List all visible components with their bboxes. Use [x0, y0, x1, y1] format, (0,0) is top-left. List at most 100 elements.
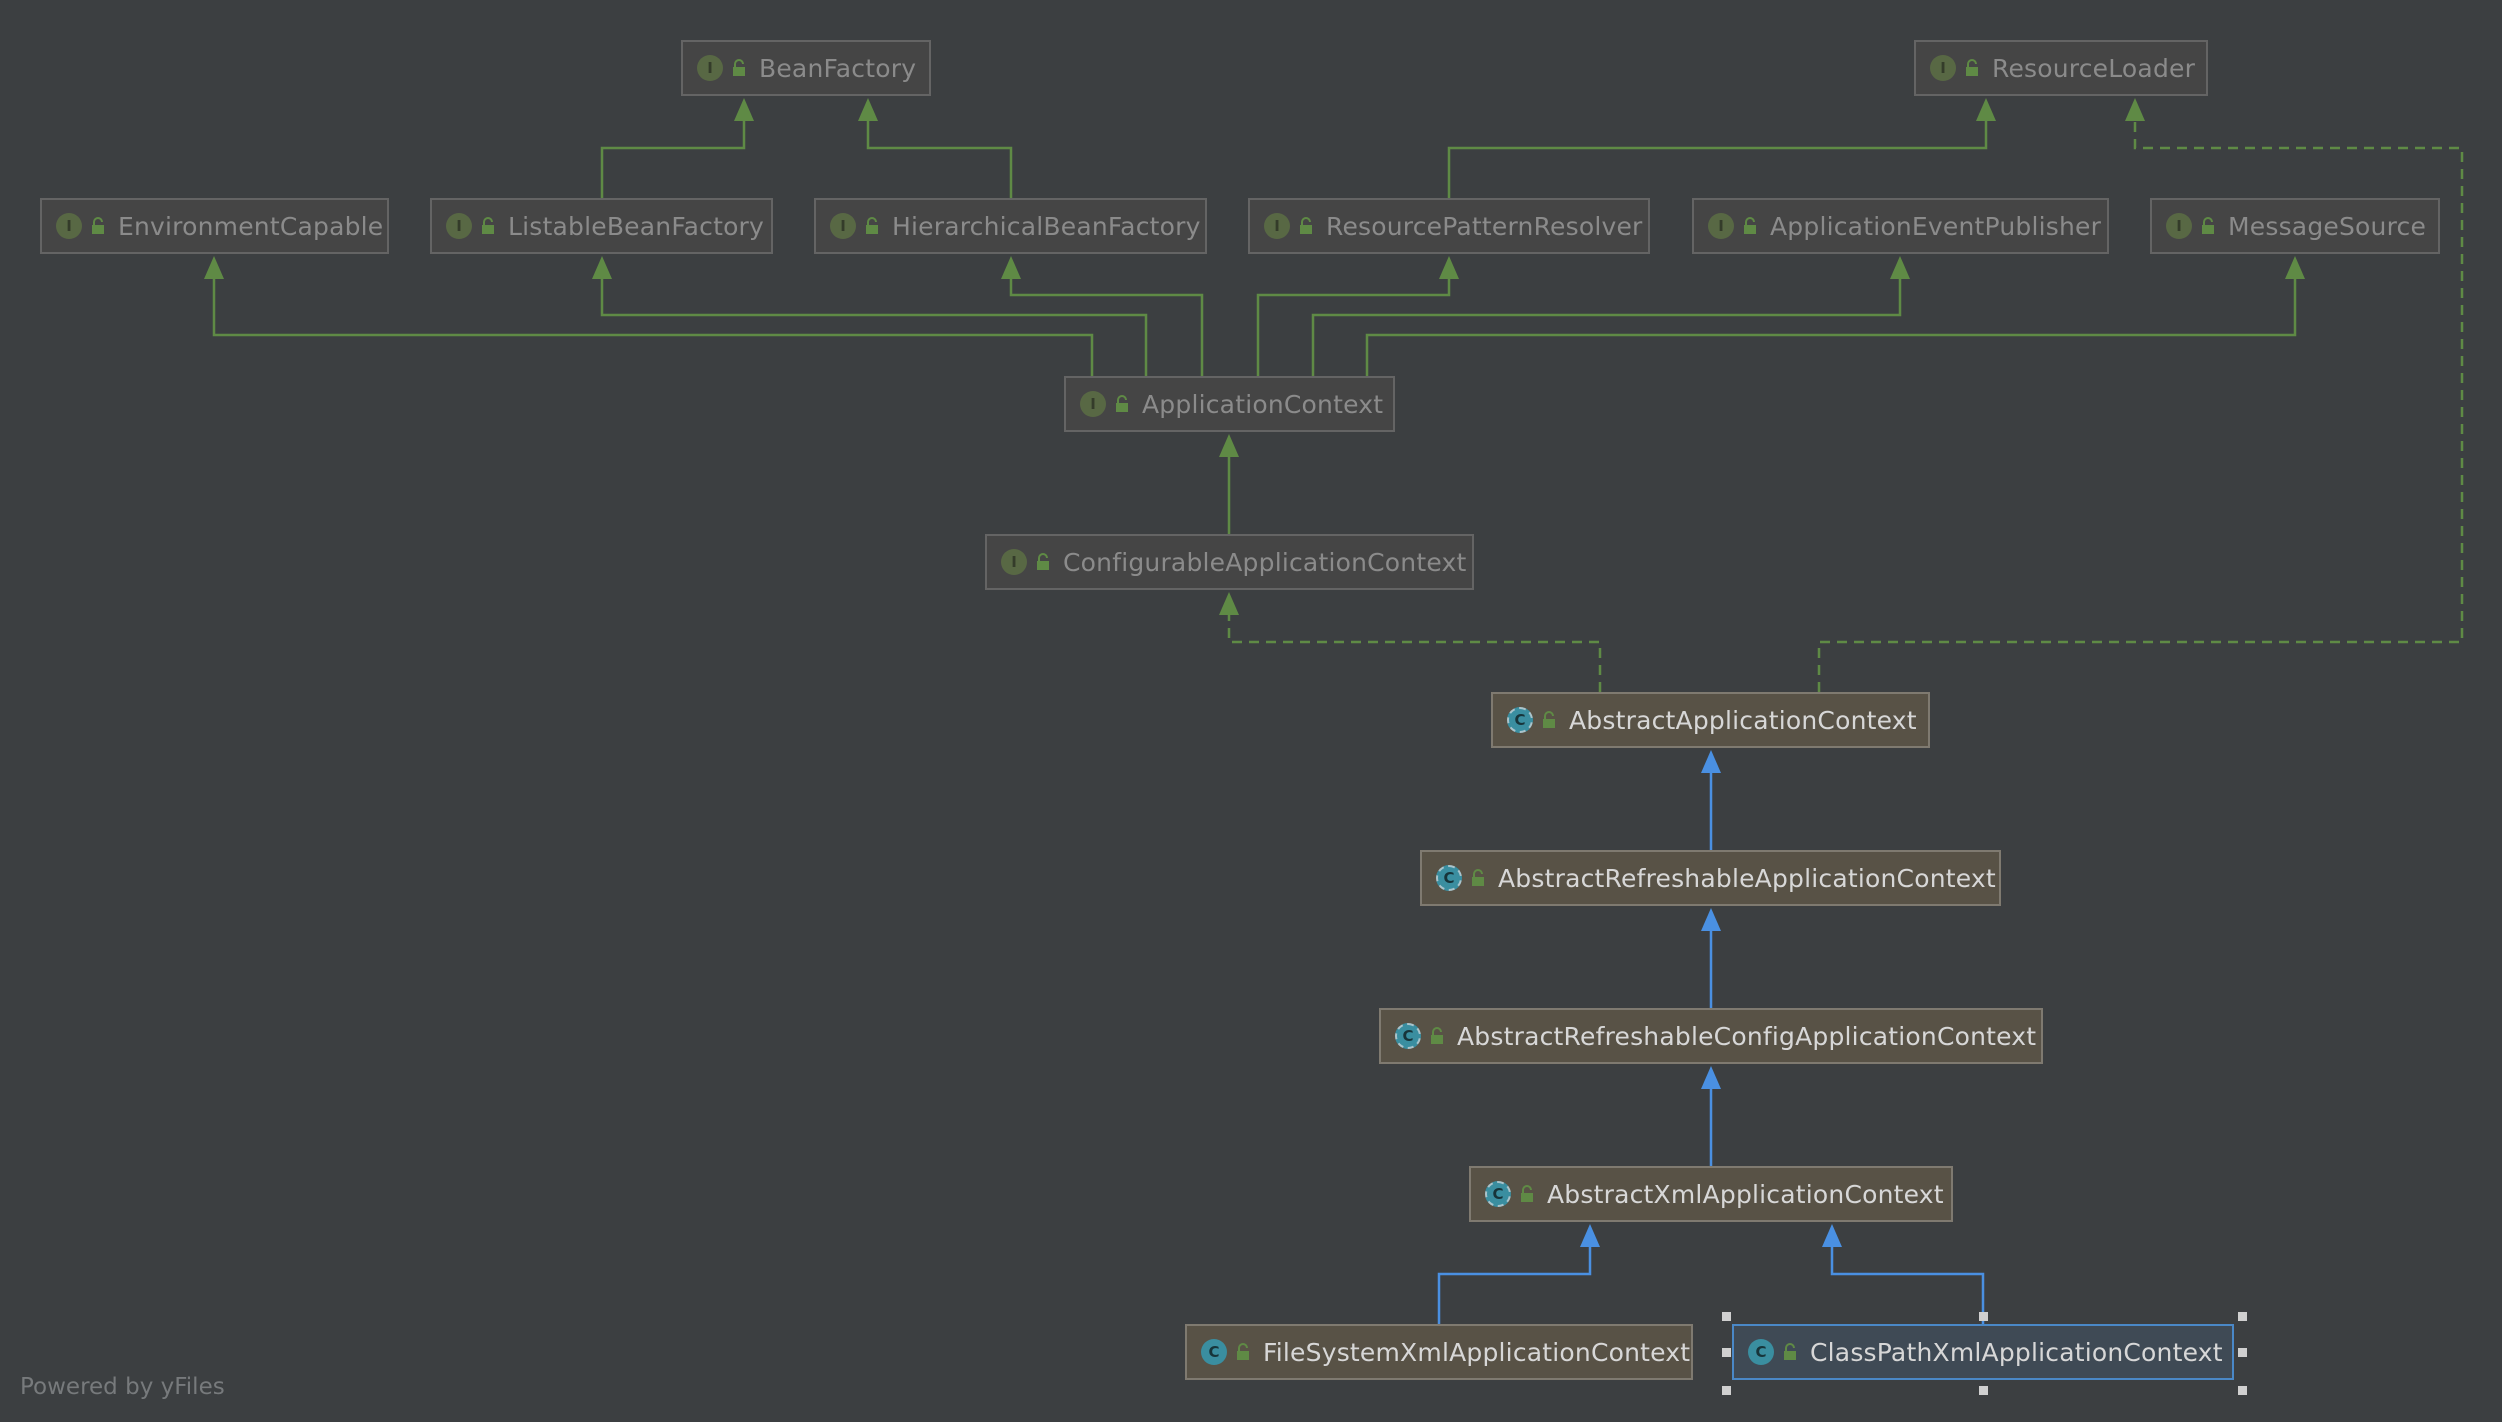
public-access-icon [1521, 1185, 1533, 1202]
interface-icon: I [697, 55, 723, 81]
public-access-icon [482, 217, 494, 234]
node-label: ListableBeanFactory [508, 211, 765, 241]
interface-icon: I [1930, 55, 1956, 81]
arrowhead [1580, 1224, 1600, 1247]
public-access-icon [1472, 869, 1484, 886]
interface-icon: I [2166, 213, 2192, 239]
interface-icon: I [446, 213, 472, 239]
node-label: AbstractApplicationContext [1569, 705, 1917, 735]
interface-extends-edges [212, 116, 2297, 534]
abstract-class-icon: C [1485, 1181, 1511, 1207]
class-icon: C [1748, 1339, 1774, 1365]
arrowhead [1701, 1066, 1721, 1089]
arrowhead [204, 256, 224, 279]
node-label: BeanFactory [759, 53, 917, 83]
node-abstract-refreshable-application-context[interactable]: C AbstractRefreshableApplicationContext [1420, 850, 2001, 906]
node-label: ApplicationContext [1142, 389, 1384, 419]
node-label: AbstractRefreshableApplicationContext [1498, 863, 1996, 893]
edge-abstractappcontext-to-resourceloader [1817, 116, 2464, 692]
arrowhead [1219, 592, 1239, 615]
node-listable-bean-factory[interactable]: I ListableBeanFactory [430, 198, 773, 254]
resize-handle-top-left[interactable] [1722, 1312, 1731, 1321]
node-message-source[interactable]: I MessageSource [2150, 198, 2440, 254]
node-label: ConfigurableApplicationContext [1063, 547, 1467, 577]
arrowhead [858, 98, 878, 121]
public-access-icon [1431, 1027, 1443, 1044]
edge-appcontext-to-hierarchical [1009, 274, 1204, 376]
public-access-icon [1543, 711, 1555, 728]
edge-hierarchical-to-beanfactory [866, 116, 1013, 198]
node-abstract-refreshable-config-application-context[interactable]: C AbstractRefreshableConfigApplicationCo… [1379, 1008, 2043, 1064]
node-configurable-application-context[interactable]: I ConfigurableApplicationContext [985, 534, 1474, 590]
public-access-icon [1116, 395, 1128, 412]
edge-appcontext-to-messagesource [1365, 274, 2297, 376]
node-bean-factory[interactable]: I BeanFactory [681, 40, 931, 96]
interface-arrowheads [204, 98, 2305, 615]
public-access-icon [1237, 1343, 1249, 1360]
arrowhead [2125, 98, 2145, 121]
arrowhead [592, 256, 612, 279]
class-icon: C [1201, 1339, 1227, 1365]
edge-appcontext-to-resourcepattern [1256, 274, 1451, 376]
abstract-class-icon: C [1507, 707, 1533, 733]
node-abstract-xml-application-context[interactable]: C AbstractXmlApplicationContext [1469, 1166, 1953, 1222]
public-access-icon [1300, 217, 1312, 234]
arrowhead [1976, 98, 1996, 121]
edge-appcontext-to-eventpublisher [1311, 274, 1902, 376]
public-access-icon [1784, 1343, 1796, 1360]
arrowhead [1701, 908, 1721, 931]
arrowhead [1001, 256, 1021, 279]
abstract-class-icon: C [1436, 865, 1462, 891]
node-resource-loader[interactable]: I ResourceLoader [1914, 40, 2208, 96]
arrowhead [734, 98, 754, 121]
resize-handle-top-middle[interactable] [1979, 1312, 1988, 1321]
node-label: ClassPathXmlApplicationContext [1810, 1337, 2223, 1367]
node-file-system-xml-application-context[interactable]: C FileSystemXmlApplicationContext [1185, 1324, 1693, 1380]
edge-classpath-to-xml [1830, 1242, 1985, 1324]
yfiles-watermark: Powered by yFiles [20, 1374, 225, 1400]
node-resource-pattern-resolver[interactable]: I ResourcePatternResolver [1248, 198, 1650, 254]
resize-handle-bottom-left[interactable] [1722, 1386, 1731, 1395]
node-hierarchical-bean-factory[interactable]: I HierarchicalBeanFactory [814, 198, 1207, 254]
public-access-icon [866, 217, 878, 234]
node-environment-capable[interactable]: I EnvironmentCapable [40, 198, 389, 254]
resize-handle-top-right[interactable] [2238, 1312, 2247, 1321]
resize-handle-bottom-right[interactable] [2238, 1386, 2247, 1395]
interface-icon: I [1708, 213, 1734, 239]
implements-edges [1227, 116, 2464, 692]
resize-handle-bottom-middle[interactable] [1979, 1386, 1988, 1395]
public-access-icon [733, 59, 745, 76]
node-label: EnvironmentCapable [118, 211, 384, 241]
node-abstract-application-context[interactable]: C AbstractApplicationContext [1491, 692, 1930, 748]
edge-filesystem-to-xml [1437, 1242, 1592, 1324]
interface-icon: I [56, 213, 82, 239]
node-label: MessageSource [2228, 211, 2427, 241]
node-application-context[interactable]: I ApplicationContext [1064, 376, 1395, 432]
edge-listable-to-beanfactory [600, 116, 746, 198]
edge-appcontext-to-listable [600, 274, 1148, 376]
public-access-icon [1037, 553, 1049, 570]
edge-abstractappcontext-to-configurable [1227, 610, 1602, 692]
resize-handle-middle-right[interactable] [2238, 1348, 2247, 1357]
public-access-icon [2202, 217, 2214, 234]
node-label: ApplicationEventPublisher [1770, 211, 2102, 241]
node-application-event-publisher[interactable]: I ApplicationEventPublisher [1692, 198, 2109, 254]
arrowhead [1439, 256, 1459, 279]
edge-resourcepattern-to-resourceloader [1447, 116, 1988, 198]
node-label: AbstractXmlApplicationContext [1547, 1179, 1944, 1209]
edge-appcontext-to-environmentcapable [212, 274, 1094, 376]
interface-icon: I [1080, 391, 1106, 417]
node-label: FileSystemXmlApplicationContext [1263, 1337, 1691, 1367]
class-arrowheads [1580, 750, 1842, 1247]
arrowhead [1822, 1224, 1842, 1247]
arrowhead [1701, 750, 1721, 773]
public-access-icon [1966, 59, 1978, 76]
public-access-icon [1744, 217, 1756, 234]
resize-handle-middle-left[interactable] [1722, 1348, 1731, 1357]
interface-icon: I [1264, 213, 1290, 239]
class-extends-edges [1437, 768, 1985, 1324]
node-class-path-xml-application-context[interactable]: C ClassPathXmlApplicationContext [1732, 1324, 2234, 1380]
node-label: AbstractRefreshableConfigApplicationCont… [1457, 1021, 2037, 1051]
